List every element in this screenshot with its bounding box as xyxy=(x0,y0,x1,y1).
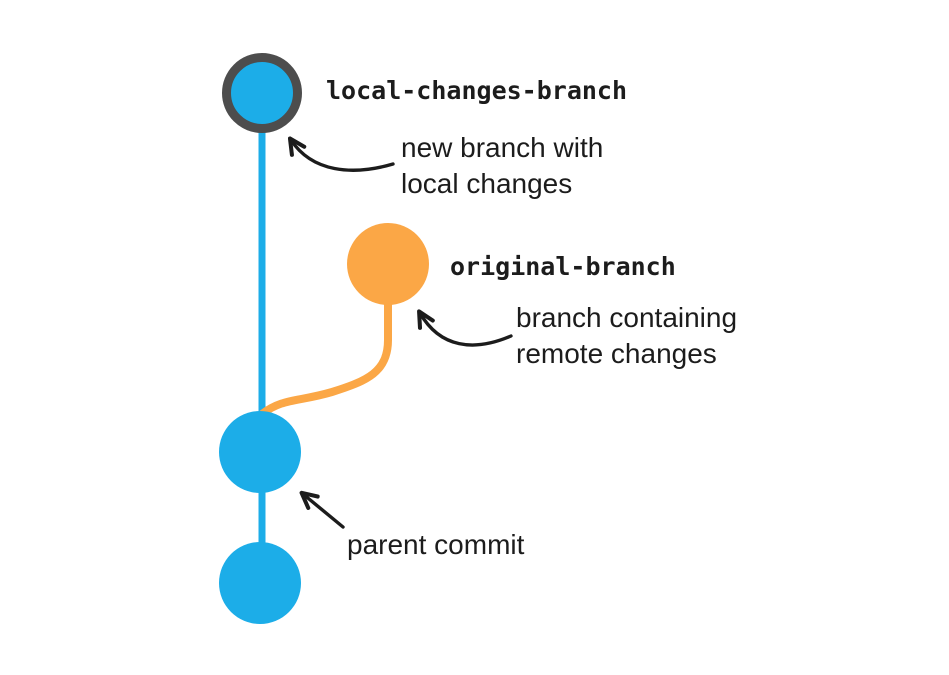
annotation-parent-commit: parent commit xyxy=(347,527,524,563)
annotation-line: local changes xyxy=(401,168,573,199)
annotation-line: remote changes xyxy=(516,338,717,369)
arrow-to-parent-icon xyxy=(299,490,345,529)
commit-node-initial xyxy=(219,542,301,624)
commit-node-parent xyxy=(219,411,301,493)
annotation-original-head: branch containing remote changes xyxy=(516,300,737,372)
commit-node-local-head xyxy=(222,53,302,133)
annotation-local-head: new branch with local changes xyxy=(401,130,603,202)
original-branch-label: original-branch xyxy=(450,252,676,281)
original-branch-curve xyxy=(258,260,392,418)
annotation-line: parent commit xyxy=(347,529,525,560)
annotation-line: new branch with xyxy=(401,132,604,163)
arrow-to-local-head-icon xyxy=(287,136,395,172)
commit-node-original-head xyxy=(347,223,429,305)
arrow-to-original-head-icon xyxy=(417,309,513,347)
local-branch-label: local-changes-branch xyxy=(326,76,628,105)
annotation-line: branch containing xyxy=(516,302,738,333)
